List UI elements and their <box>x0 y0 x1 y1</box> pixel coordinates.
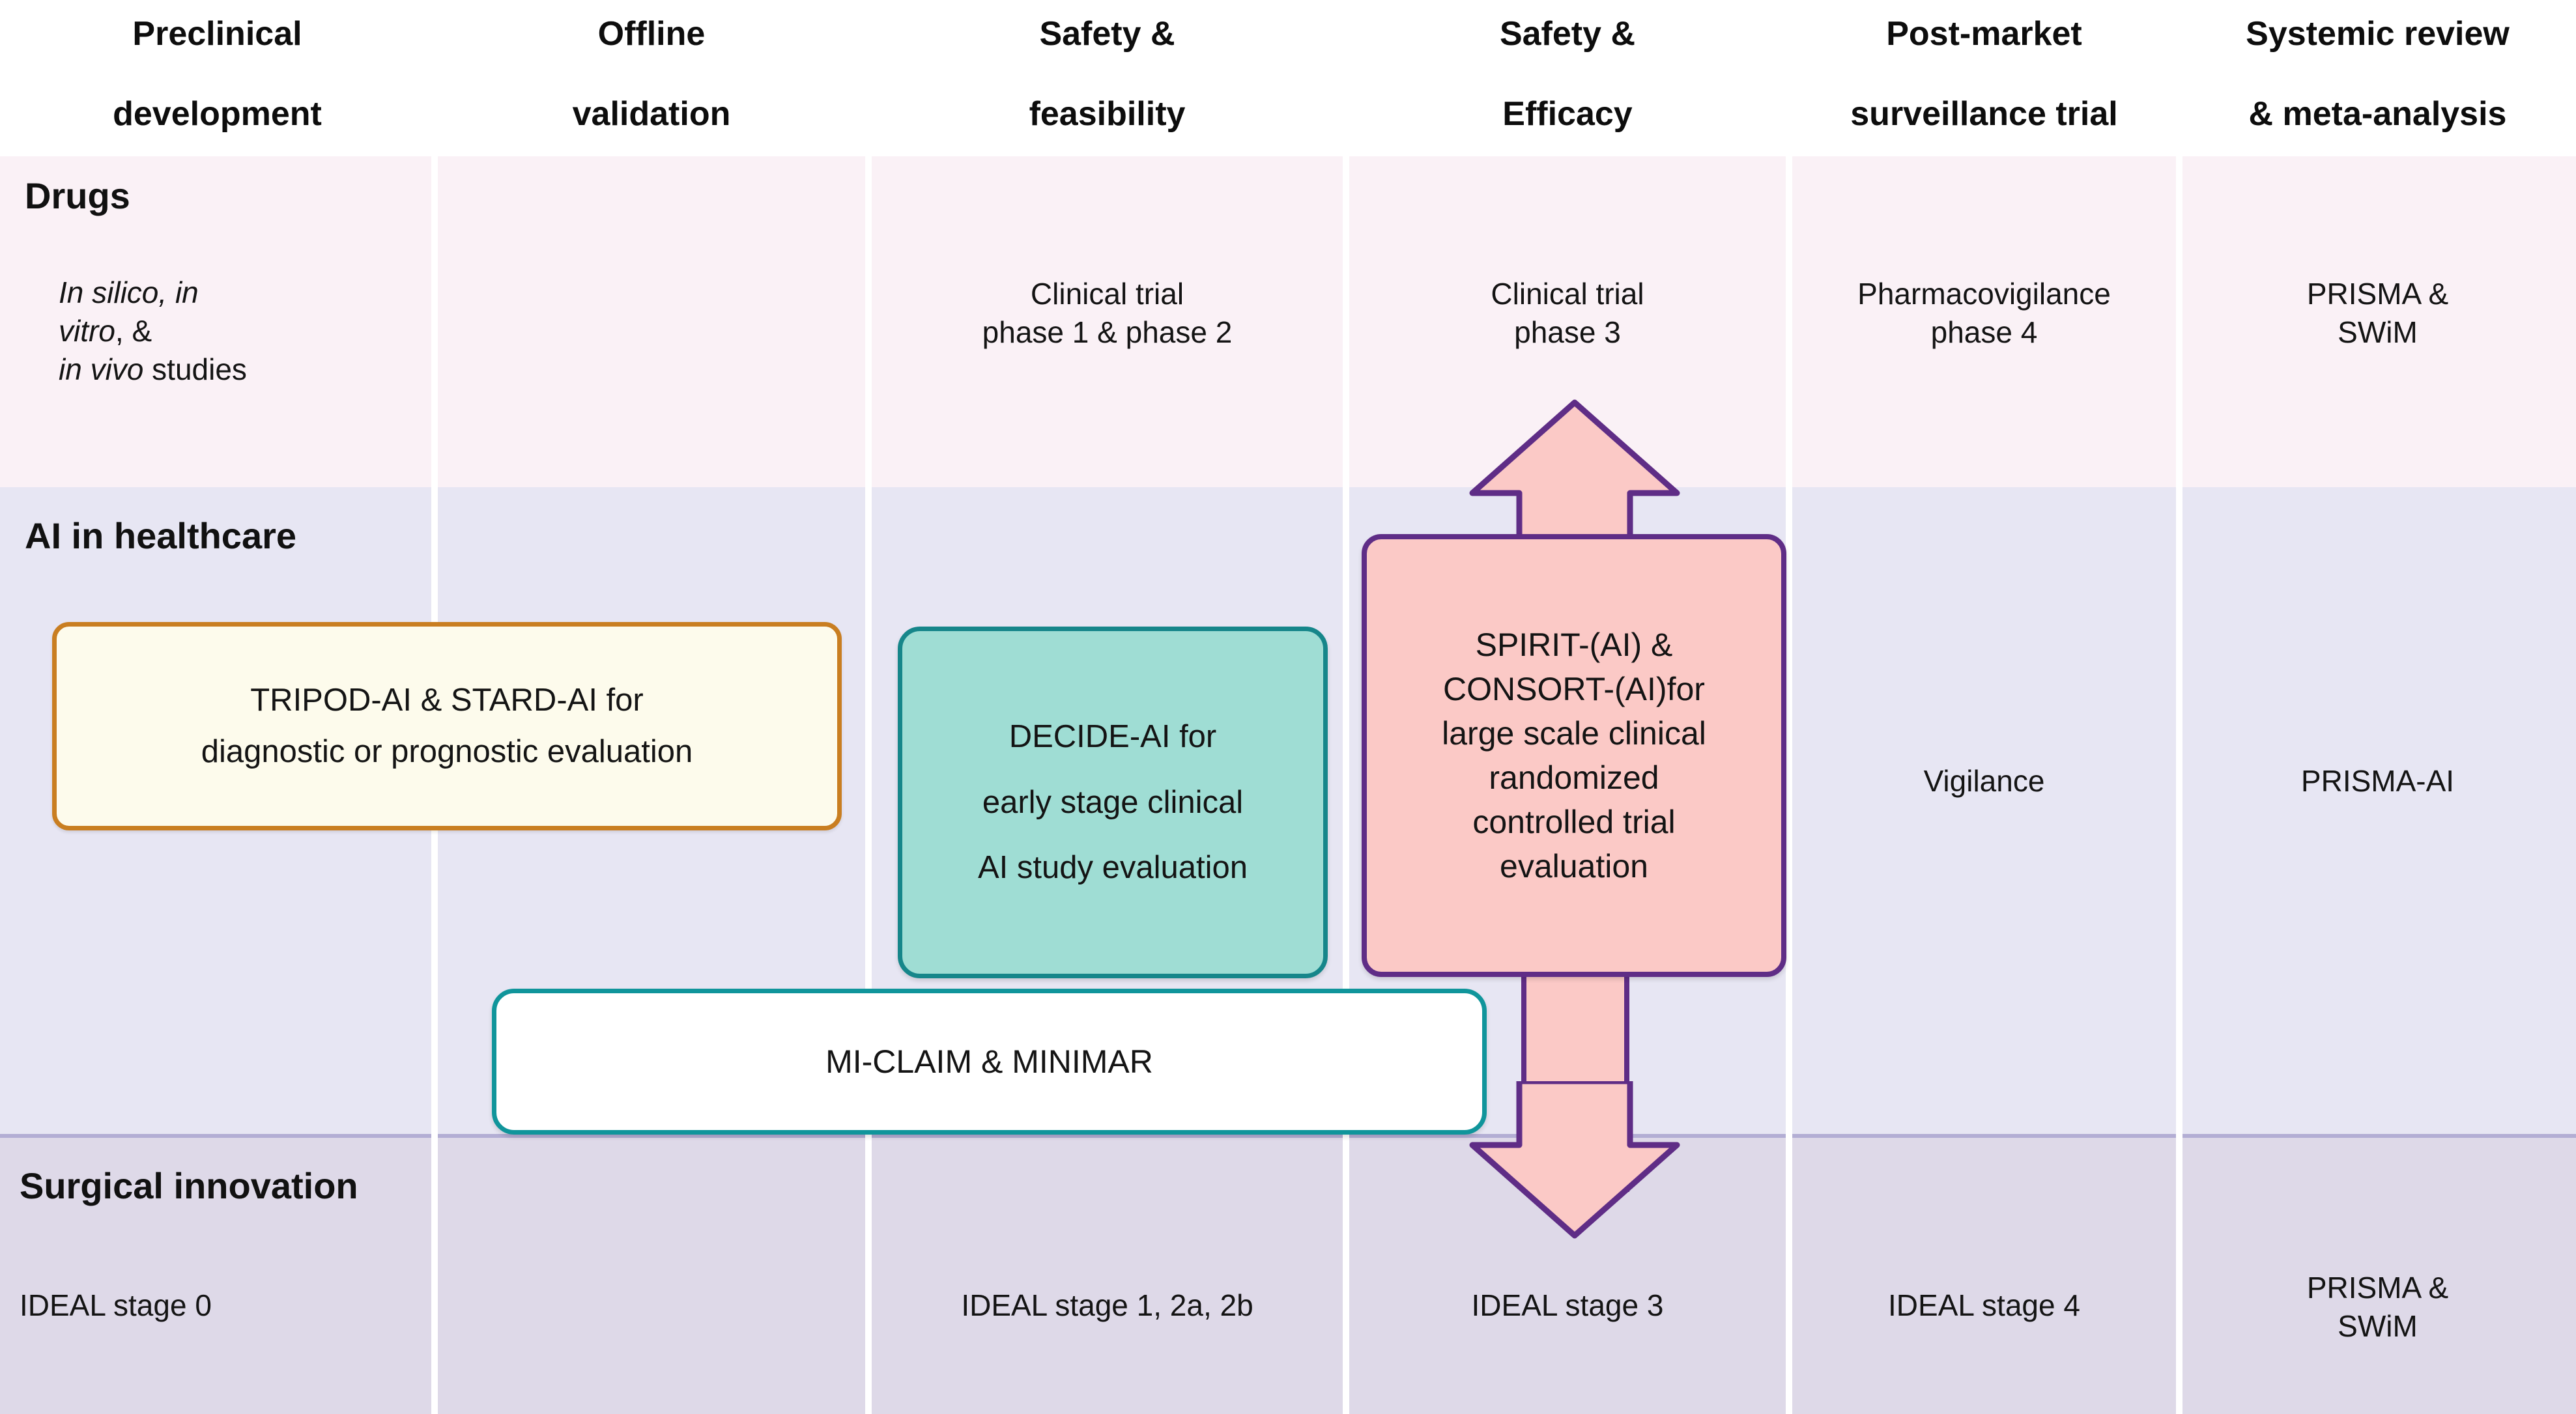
cell-drugs-post-market-line2: phase 4 <box>1930 315 2038 349</box>
row-band-drugs <box>0 156 2576 487</box>
column-header-safety-feasibility-line1: Safety & <box>1039 15 1175 53</box>
cell-ai-systemic-review: PRISMA-AI <box>2300 764 2455 798</box>
cell-surgical-systemic-review-line2: SWiM <box>2338 1308 2418 1343</box>
arrow-up-head-icon <box>1469 399 1680 554</box>
column-header-safety-efficacy-line2: Efficacy <box>1502 94 1633 133</box>
callout-decide-line3: AI study evaluation <box>977 850 1248 886</box>
cell-drugs-preclinical-line3-tail: studies <box>143 352 247 386</box>
cell-drugs-post-market: Pharmacovigilance phase 4 <box>1789 275 2179 352</box>
callout-spirit-line2: CONSORT-(AI)for <box>1443 671 1705 707</box>
column-header-systemic-review-line2: & meta-analysis <box>2248 94 2507 133</box>
column-separator-3 <box>1343 156 1349 1414</box>
cell-surgical-safety-efficacy: IDEAL stage 3 <box>1471 1288 1664 1322</box>
row-label-drugs: Drugs <box>25 175 130 216</box>
cell-drugs-safety-efficacy: Clinical trial phase 3 <box>1346 275 1789 352</box>
callout-box-mi-claim-minimar[interactable]: MI-CLAIM & MINIMAR <box>492 989 1487 1135</box>
callout-box-tripod-stard[interactable]: TRIPOD-AI & STARD-AI for diagnostic or p… <box>52 622 842 830</box>
callout-spirit-line1: SPIRIT-(AI) & <box>1475 627 1673 663</box>
cell-drugs-safety-efficacy-line1: Clinical trial <box>1491 277 1644 311</box>
cell-drugs-safety-feasibility-line2: phase 1 & phase 2 <box>982 315 1233 349</box>
row-label-surgical-innovation: Surgical innovation <box>20 1165 358 1206</box>
cell-drugs-preclinical-line2-tail: , & <box>115 313 152 348</box>
column-header-systemic-review-line1: Systemic review <box>2246 15 2510 53</box>
column-header-safety-feasibility-line2: feasibility <box>1029 94 1186 133</box>
cell-surgical-systemic-review-line1: PRISMA & <box>2306 1271 2449 1305</box>
cell-drugs-systemic-review-line2: SWiM <box>2338 315 2418 349</box>
cell-drugs-systemic-review: PRISMA & SWiM <box>2179 275 2576 352</box>
row-label-ai-in-healthcare: AI in healthcare <box>25 515 297 556</box>
callout-tripod-line1: TRIPOD-AI & STARD-AI for <box>250 682 644 718</box>
cell-drugs-post-market-line1: Pharmacovigilance <box>1857 277 2111 311</box>
column-separator-4 <box>1786 156 1792 1414</box>
column-header-post-market: Post-market surveillance trial <box>1789 0 2179 156</box>
cell-drugs-safety-efficacy-line2: phase 3 <box>1514 315 1621 349</box>
column-header-preclinical: Preclinical development <box>0 0 435 156</box>
column-header-offline: Offline validation <box>435 0 868 156</box>
column-header-post-market-line2: surveillance trial <box>1850 94 2118 133</box>
column-separator-2 <box>865 156 872 1414</box>
cell-surgical-systemic-review: PRISMA & SWiM <box>2179 1269 2576 1346</box>
callout-decide-line1: DECIDE-AI for <box>1009 719 1217 755</box>
cell-drugs-preclinical-line3: in vivo <box>59 352 144 386</box>
cell-drugs-preclinical: In silico, in vitro, & in vivo studies <box>59 274 423 389</box>
column-header-offline-line2: validation <box>572 94 731 133</box>
column-header-safety-efficacy-line1: Safety & <box>1499 15 1636 53</box>
column-header-safety-efficacy: Safety & Efficacy <box>1346 0 1789 156</box>
cell-drugs-safety-feasibility-line1: Clinical trial <box>1030 277 1184 311</box>
callout-box-decide-ai[interactable]: DECIDE-AI for early stage clinical AI st… <box>898 627 1328 978</box>
cell-surgical-post-market: IDEAL stage 4 <box>1888 1288 2080 1322</box>
callout-spirit-line5: controlled trial <box>1472 804 1676 840</box>
cell-drugs-preclinical-line1: In silico, in <box>59 276 199 309</box>
column-header-row: Preclinical development Offline validati… <box>0 0 2576 156</box>
column-separator-5 <box>2176 156 2182 1414</box>
column-header-preclinical-line2: development <box>113 94 322 133</box>
callout-spirit-line3: large scale clinical <box>1442 715 1706 752</box>
callout-tripod-line2: diagnostic or prognostic evaluation <box>201 734 693 769</box>
callout-spirit-line6: evaluation <box>1500 848 1648 884</box>
callout-spirit-line4: randomized <box>1489 759 1659 796</box>
row-band-surgical-innovation <box>0 1134 2576 1414</box>
cell-surgical-preclinical: IDEAL stage 0 <box>20 1288 212 1322</box>
callout-decide-line2: early stage clinical <box>982 784 1244 820</box>
callout-miclaim-label: MI-CLAIM & MINIMAR <box>825 1043 1153 1080</box>
cell-drugs-safety-feasibility: Clinical trial phase 1 & phase 2 <box>868 275 1346 352</box>
column-header-safety-feasibility: Safety & feasibility <box>868 0 1346 156</box>
column-header-offline-line1: Offline <box>597 15 706 53</box>
cell-ai-post-market: Vigilance <box>1923 764 2045 798</box>
cell-drugs-systemic-review-line1: PRISMA & <box>2306 277 2449 311</box>
column-header-systemic-review: Systemic review & meta-analysis <box>2179 0 2576 156</box>
column-header-preclinical-line1: Preclinical <box>132 15 302 53</box>
cell-surgical-safety-feasibility: IDEAL stage 1, 2a, 2b <box>961 1288 1253 1322</box>
cell-drugs-preclinical-line2: vitro <box>59 313 115 348</box>
arrow-down-head-icon <box>1469 1081 1680 1239</box>
column-header-post-market-line1: Post-market <box>1886 15 2082 53</box>
callout-box-spirit-consort-ai[interactable]: SPIRIT-(AI) & CONSORT-(AI)for large scal… <box>1362 534 1786 977</box>
